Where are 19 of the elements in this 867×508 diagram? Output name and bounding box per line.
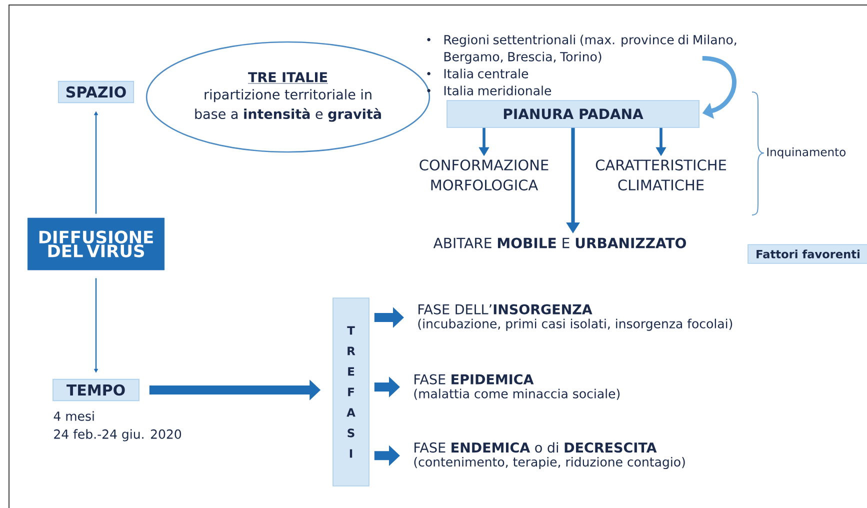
factor-text: CONFORMAZIONE MORFOLOGICA bbox=[420, 160, 548, 190]
node-label: Italia centrale bbox=[444, 68, 528, 78]
phase-text: FASE ENDEMICA o di DECRESCITA (contenimento, terapie, riduzione contagio) bbox=[414, 442, 685, 470]
node-label: Italia meridionale bbox=[444, 86, 552, 96]
outcome-text: ABITARE MOBILE E URBANIZZATO bbox=[433, 238, 686, 248]
node-label: Regioni settentrionali (max. province di Milano, Bergamo, Brescia, Torino) bbox=[444, 34, 736, 64]
curved-arrow bbox=[702, 56, 736, 119]
tag-box: Fattori favorenti bbox=[748, 244, 867, 264]
phase-text: FASE DELL’INSORGENZA (incubazione, primi casi isolati, insorgenza focolai) bbox=[418, 304, 732, 331]
factor-text: CARATTERISTICHE CLIMATICHE bbox=[596, 160, 726, 190]
topic-box: PIANURA PADANA bbox=[446, 100, 700, 128]
vertical-label-box: TRE FASI bbox=[332, 298, 370, 486]
title-box: DIFFUSIONE DEL VIRUS bbox=[27, 218, 165, 270]
concept-box: TEMPO bbox=[52, 378, 140, 402]
date-note: 24 feb.-24 giu. 2020 bbox=[54, 429, 182, 442]
phase-text: FASE EPIDEMICA (malattia come minaccia sociale) bbox=[414, 374, 620, 400]
date-note: 4 mesi bbox=[54, 411, 94, 421]
brace-label: Inquinamento bbox=[767, 147, 846, 159]
concept-box: SPAZIO bbox=[58, 80, 134, 104]
